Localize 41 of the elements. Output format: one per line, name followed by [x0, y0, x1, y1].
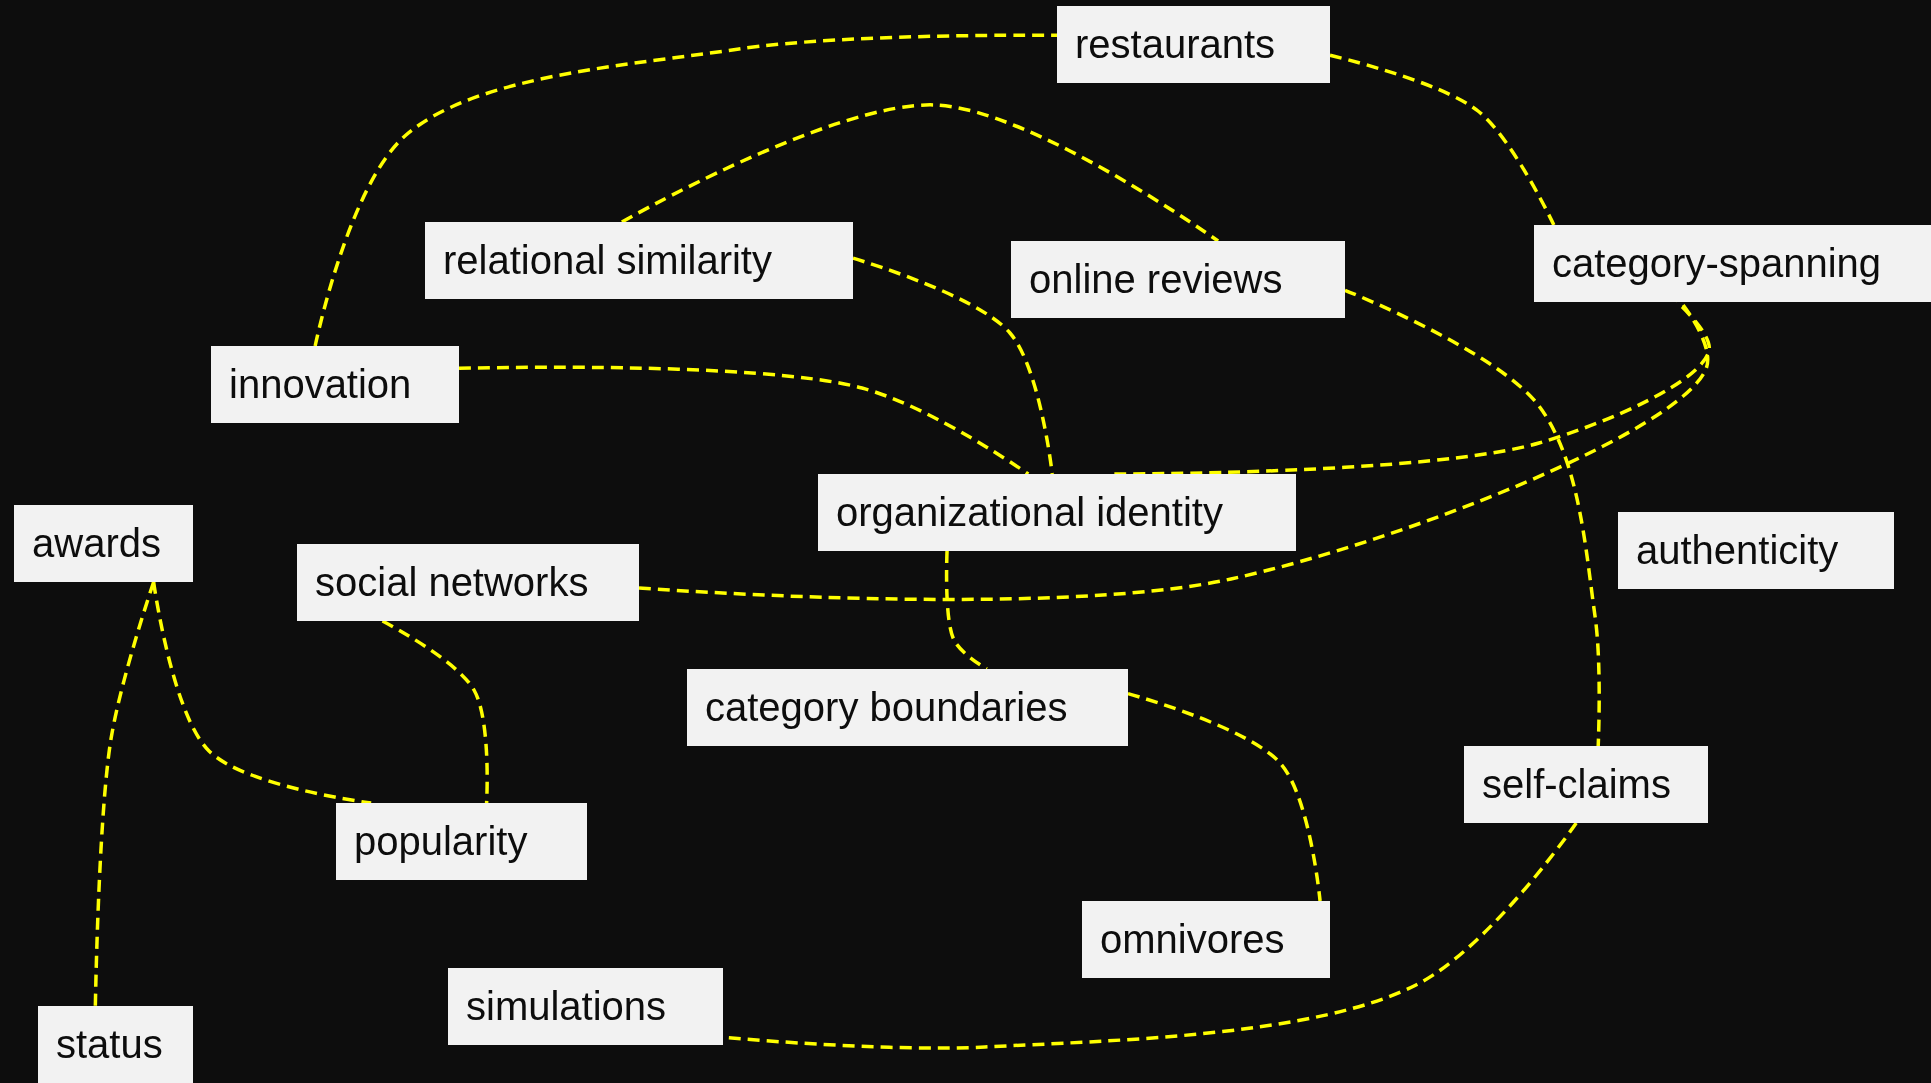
term-label: relational similarity: [443, 238, 772, 283]
term-label: self-claims: [1482, 762, 1671, 807]
term-label: social networks: [315, 560, 589, 605]
term-label: category-spanning: [1552, 241, 1882, 286]
term-label: awards: [32, 521, 161, 566]
dashed-connector: [381, 619, 489, 804]
term-label: simulations: [466, 984, 667, 1029]
term-box: [818, 474, 1296, 551]
term-box: [1464, 746, 1708, 823]
term-box: [1011, 241, 1345, 318]
dashed-connector: [621, 103, 1220, 243]
term-box: [1082, 901, 1330, 978]
term-label: organizational identity: [836, 490, 1223, 535]
dashed-connector: [93, 581, 156, 1007]
dashed-connector: [1127, 691, 1322, 902]
term-label: restaurants: [1075, 22, 1276, 67]
term-box: [687, 669, 1128, 746]
term-box: [448, 968, 723, 1045]
term-label: omnivores: [1100, 917, 1285, 962]
term-box: [336, 803, 587, 880]
term-label: online reviews: [1029, 257, 1283, 302]
term-box: [1057, 6, 1330, 83]
dashed-connector: [313, 33, 1057, 347]
term-label: authenticity: [1636, 528, 1839, 573]
term-box: [1534, 225, 1931, 302]
term-box: [14, 505, 193, 582]
term-box: [425, 222, 853, 299]
term-box: [38, 1006, 193, 1083]
dashed-connector: [852, 256, 1054, 475]
term-label: popularity: [354, 819, 528, 864]
term-label: category boundaries: [705, 685, 1068, 730]
dashed-connector: [1344, 288, 1601, 747]
dashed-connector: [944, 550, 988, 671]
term-box: [297, 544, 639, 621]
term-box: [1618, 512, 1894, 589]
term-label: innovation: [229, 362, 412, 407]
term-box: [211, 346, 459, 423]
dashed-connector: [458, 365, 1030, 476]
term-label: status: [56, 1022, 163, 1067]
dashed-connector: [1329, 53, 1556, 226]
dashed-connector: [151, 581, 372, 805]
